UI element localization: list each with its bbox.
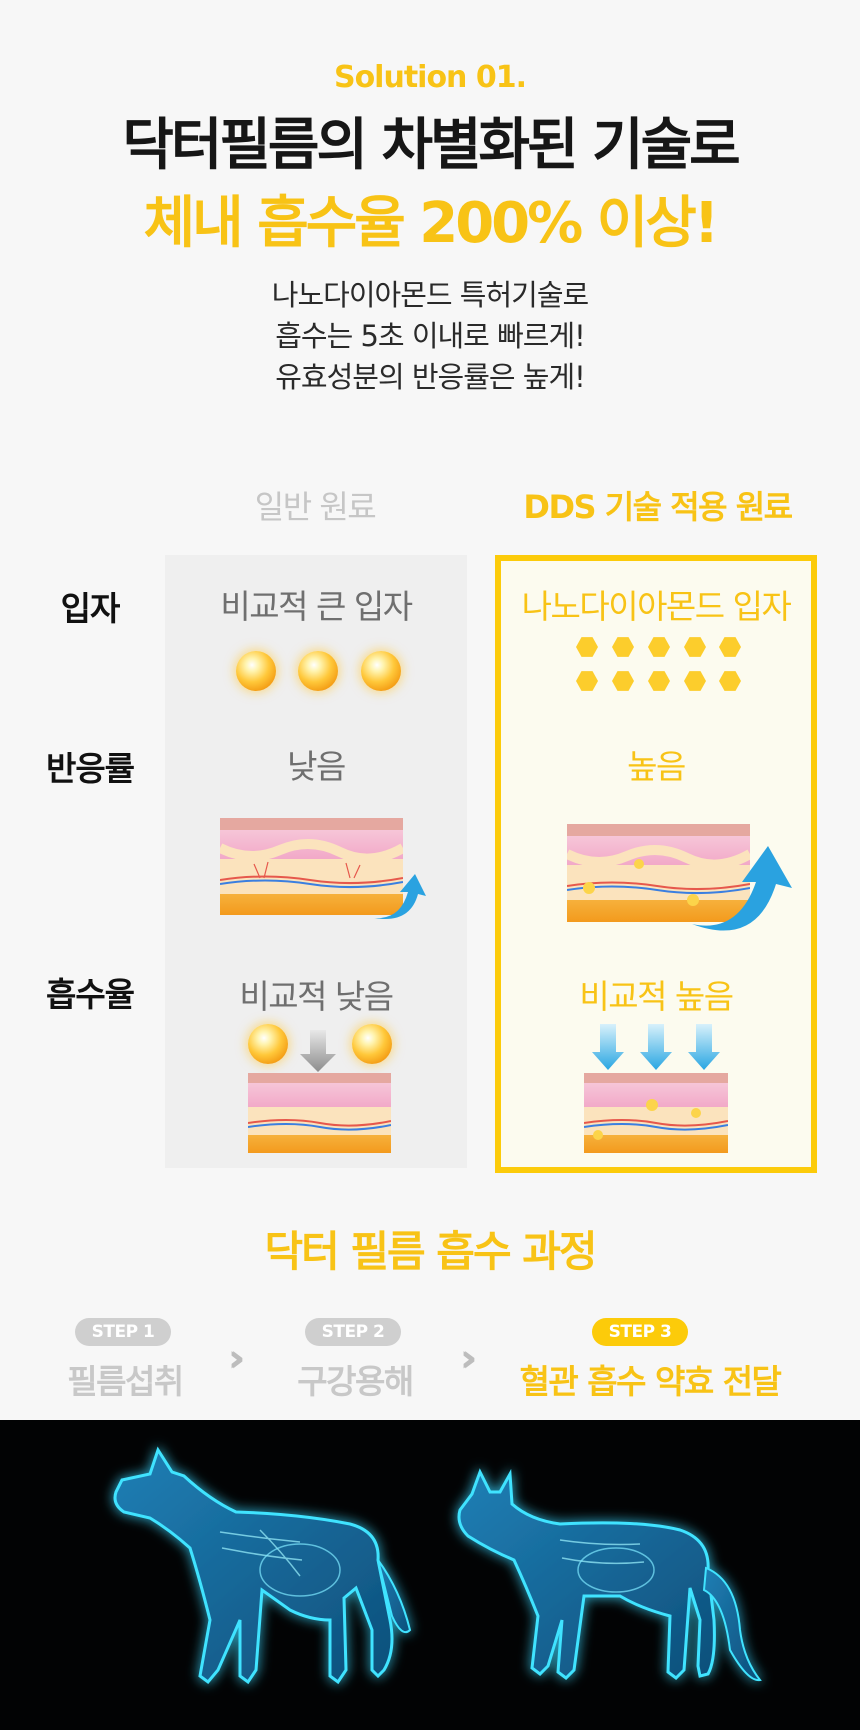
step-label-2: 구강용해: [297, 1362, 414, 1401]
description-line2: 흡수는 5초 이내로 빠르게!: [275, 319, 586, 353]
step-badge-1: STEP 1: [75, 1318, 171, 1346]
nano-particle: [612, 671, 634, 691]
description: 나노다이아몬드 특허기술로 흡수는 5초 이내로 빠르게! 유효성분의 반응률은…: [0, 275, 860, 398]
description-line3: 유효성분의 반응률은 높게!: [275, 360, 586, 394]
xray-cat-icon: [457, 1468, 762, 1682]
general-absorption-text: 비교적 낮음: [239, 977, 394, 1016]
blue-down-arrows-icon: [592, 1024, 720, 1070]
nano-particle: [648, 637, 670, 657]
large-particle: [248, 1024, 288, 1064]
chevron-right-icon: ››: [460, 1336, 479, 1380]
headline-line1: 닥터필름의 차별화된 기술로: [122, 113, 740, 178]
xray-dog-and-cat-illustration: [113, 1446, 762, 1685]
dds-absorption-text: 비교적 높음: [579, 977, 734, 1016]
large-particle: [352, 1024, 392, 1064]
small-curved-arrow-icon: [374, 874, 426, 919]
general-particle-text: 비교적 큰 입자: [220, 587, 413, 626]
nano-particle: [684, 671, 706, 691]
row-label-absorption: 흡수율: [45, 975, 135, 1014]
xray-animals-image: [0, 1420, 860, 1730]
nano-particle: [576, 671, 598, 691]
nano-particle: [684, 637, 706, 657]
headline-line2: 체내 흡수율 200% 이상!: [143, 191, 720, 256]
dds-particle-text: 나노다이아몬드 입자: [521, 587, 792, 626]
chevron-right-icon: ››: [228, 1336, 247, 1380]
skin-layer-illustration: [248, 1073, 391, 1153]
nano-particle: [719, 671, 741, 691]
row-label-particle: 입자: [60, 589, 121, 628]
solution-label: Solution 01.: [333, 60, 527, 95]
large-particle: [236, 651, 276, 691]
xray-dog-icon: [113, 1446, 412, 1685]
process-title: 닥터 필름 흡수 과정: [264, 1227, 598, 1276]
large-curved-arrow-icon: [692, 846, 792, 931]
description-line1: 나노다이아몬드 특허기술로: [271, 278, 589, 312]
skin-layer-illustration: [567, 824, 750, 922]
dds-reaction-text: 높음: [627, 747, 686, 786]
nano-particle: [648, 671, 670, 691]
step-badge-2: STEP 2: [305, 1318, 401, 1346]
large-particle: [298, 651, 338, 691]
step-label-1: 필름섭취: [67, 1362, 184, 1401]
column-header-dds: DDS 기술 적용 원료: [523, 488, 793, 526]
step-badge-3: STEP 3: [592, 1318, 688, 1346]
gray-down-arrow-icon: [300, 1030, 336, 1072]
nano-particle: [576, 637, 598, 657]
general-reaction-text: 낮음: [287, 747, 346, 786]
step-label-3: 혈관 흡수 약효 전달: [519, 1362, 782, 1401]
skin-layer-illustration: [584, 1073, 728, 1153]
nano-particle: [719, 637, 741, 657]
skin-layer-illustration: [220, 818, 403, 915]
row-label-reaction: 반응률: [45, 749, 135, 788]
column-header-general: 일반 원료: [254, 488, 377, 526]
nano-particle: [612, 637, 634, 657]
large-particle: [361, 651, 401, 691]
